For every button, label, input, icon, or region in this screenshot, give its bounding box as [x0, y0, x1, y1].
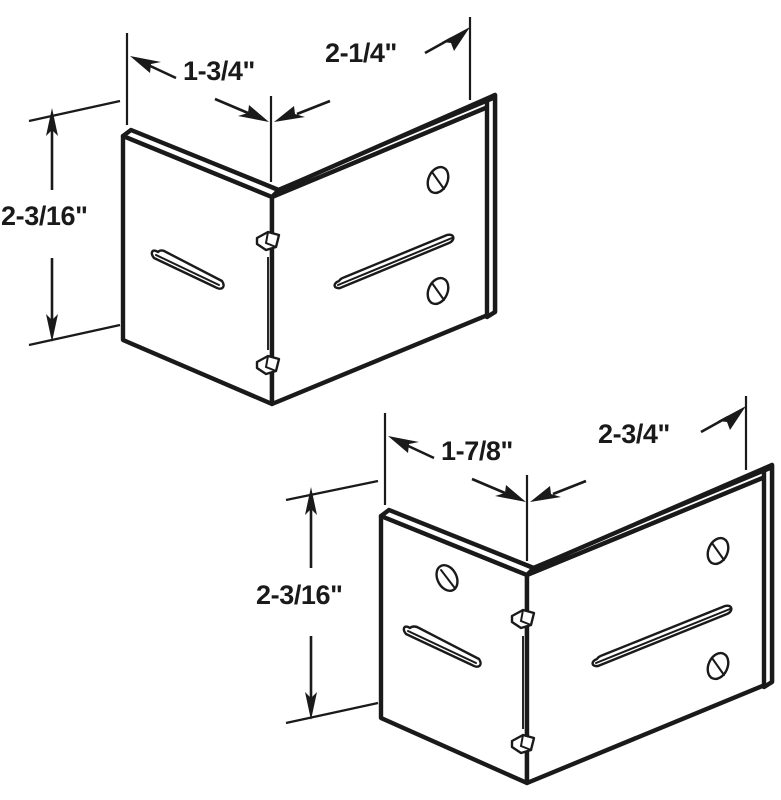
- lower-bracket-fold-crease: [387, 508, 533, 570]
- lower-height-ext-top: [285, 479, 379, 502]
- lower-notch-bottom: [510, 733, 536, 755]
- upper-right-hole-top: [426, 165, 450, 195]
- upper-height-ext-bottom: [28, 323, 121, 347]
- lower-height-arrow-bottom: [305, 692, 317, 720]
- lower-right-width-leader-left: [552, 479, 587, 496]
- upper-left-width-arrow-right: [238, 105, 269, 122]
- upper-left-slot: [150, 249, 225, 290]
- lower-left-width-leader-right: [471, 477, 506, 495]
- lower-bracket-right-thickness: [761, 462, 775, 690]
- lower-right-hole-bottom: [706, 651, 730, 681]
- upper-bracket-right-thickness: [484, 92, 498, 320]
- lower-left-width-label: 1-7/8": [441, 436, 513, 466]
- lower-left-width-arrow-left: [388, 436, 419, 453]
- lower-right-width-arrow-right: [718, 406, 746, 430]
- upper-right-width-label: 2-1/4": [325, 38, 397, 68]
- upper-height-label: 2-3/16": [1, 201, 88, 231]
- upper-notch-bottom: [255, 354, 281, 376]
- upper-left-width-leader-left: [145, 62, 177, 80]
- upper-bracket-fold-crease-right: [274, 97, 495, 192]
- upper-bracket-fold-crease: [129, 128, 278, 192]
- lower-height-arrow-top: [305, 487, 317, 515]
- lower-right-width-arrow-left: [530, 486, 561, 502]
- upper-right-hole-bottom: [426, 276, 450, 306]
- lower-height-ext-bottom: [285, 701, 379, 725]
- upper-height-arrow-top: [46, 108, 58, 136]
- upper-left-width-label: 1-3/4": [183, 56, 255, 86]
- upper-left-width-arrow-left: [130, 56, 161, 73]
- upper-right-width-arrow-right: [442, 27, 470, 51]
- upper-right-width-leader-left: [296, 99, 331, 116]
- lower-bracket-fold-crease-right: [529, 467, 772, 570]
- lower-bracket-group: 2-3/16" 1-7/8" 2-3/4": [256, 396, 775, 786]
- lower-right-width-label: 2-3/4": [598, 419, 670, 449]
- lower-notch-top: [510, 608, 536, 630]
- lower-left-slot: [402, 625, 482, 668]
- upper-height-ext-top: [28, 99, 121, 123]
- lower-height-label: 2-3/16": [256, 580, 343, 610]
- upper-right-slot: [333, 233, 455, 290]
- upper-left-width-leader-right: [214, 97, 249, 115]
- lower-left-width-arrow-right: [495, 485, 526, 502]
- upper-notch-top: [255, 230, 281, 252]
- upper-bracket-group: 2-3/16" 1-3/4" 2-1/4": [1, 17, 498, 407]
- upper-right-width-arrow-left: [274, 106, 305, 122]
- lower-left-hole: [435, 564, 459, 592]
- upper-height-arrow-bottom: [46, 314, 58, 342]
- lower-left-width-leader-left: [403, 442, 435, 460]
- lower-right-hole-top: [706, 536, 730, 566]
- lower-right-slot: [591, 604, 733, 668]
